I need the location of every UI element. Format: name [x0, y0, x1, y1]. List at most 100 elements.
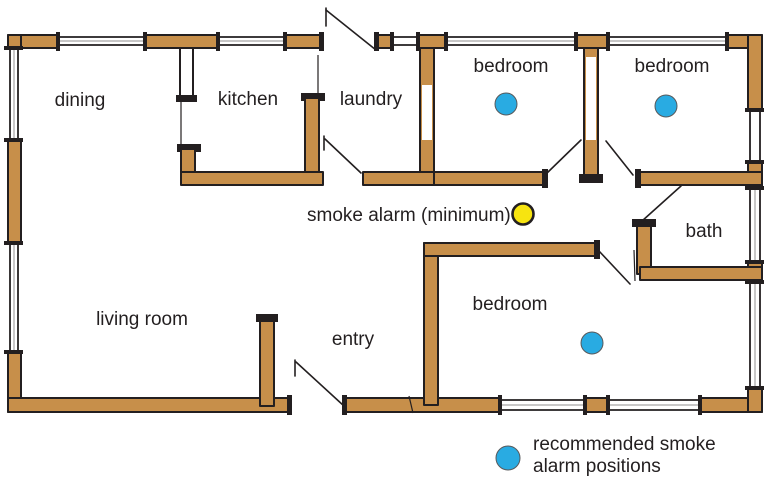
door-swing — [605, 140, 634, 176]
wall-segment — [304, 97, 320, 179]
room-label-bath: bath — [686, 221, 723, 242]
window-cap — [4, 350, 23, 354]
room-label-bedroom: bedroom — [473, 294, 548, 315]
window-cap — [698, 395, 702, 415]
wall-cap — [635, 169, 641, 188]
wall-cap — [176, 95, 197, 102]
window-cap — [4, 138, 23, 142]
window-cap — [143, 32, 147, 51]
window-cap — [574, 32, 578, 51]
room-label-bedroom: bedroom — [474, 56, 549, 77]
door-swing — [641, 185, 682, 222]
window-cap — [583, 395, 587, 415]
door-swing — [325, 9, 377, 51]
window — [745, 280, 764, 390]
window-cap — [56, 32, 60, 51]
wall-cap — [579, 174, 603, 183]
wall-segment — [7, 139, 22, 244]
window — [216, 32, 287, 51]
window-cap — [745, 260, 764, 264]
door-jamb — [374, 32, 379, 51]
window-cap — [4, 241, 23, 245]
wall-segment — [575, 34, 609, 49]
legend-text-line1: recommended smoke — [533, 434, 716, 455]
wall-tick — [408, 395, 414, 414]
door-jamb — [319, 32, 324, 51]
window — [745, 108, 764, 164]
wall-segment — [639, 266, 763, 281]
window — [4, 241, 23, 354]
wall-segment — [344, 397, 501, 413]
wall-segment — [362, 171, 435, 186]
door-swing — [545, 139, 582, 175]
room-label-dining: dining — [55, 90, 106, 111]
door-jamb — [342, 395, 347, 415]
room-label-laundry: laundry — [340, 89, 403, 110]
window-cap — [283, 32, 287, 51]
window-cap — [444, 32, 448, 51]
wall-segment — [179, 47, 194, 99]
window-cap — [745, 186, 764, 190]
window — [444, 32, 578, 51]
wall-segment — [433, 171, 546, 186]
window — [498, 395, 587, 415]
door-swing — [324, 138, 362, 174]
wall-segment — [423, 242, 598, 257]
window — [56, 32, 147, 51]
wall-cap — [632, 219, 656, 227]
wall-segment — [259, 320, 275, 407]
window-cap — [216, 32, 220, 51]
interior-walls — [176, 47, 763, 407]
door-swing — [295, 361, 345, 407]
wall-segment — [417, 34, 447, 49]
wall-segment — [584, 397, 609, 413]
door-jamb — [287, 395, 292, 415]
door-swing — [598, 250, 631, 285]
window — [4, 46, 23, 142]
minimum-alarm-label: smoke alarm (minimum) — [307, 205, 511, 226]
legend-text-line2: alarm positions — [533, 456, 661, 477]
window-cap — [498, 395, 502, 415]
window-cap — [745, 108, 764, 112]
window-cap — [606, 395, 610, 415]
window — [745, 186, 764, 264]
wall-segment — [636, 171, 763, 186]
window-cap — [390, 32, 394, 51]
wall-edge-line — [633, 249, 636, 282]
wall-cap — [542, 169, 548, 188]
doors — [287, 7, 682, 415]
wall-segment — [180, 171, 324, 186]
legend-smoke-alarm-icon — [495, 445, 521, 471]
window — [606, 32, 729, 51]
room-label-kitchen: kitchen — [218, 89, 278, 110]
wall-unfilled-patch — [422, 85, 432, 140]
window-cap — [745, 280, 764, 284]
window-cap — [606, 32, 610, 51]
wall-unfilled-patch — [586, 57, 596, 140]
smoke-alarm-icon — [654, 94, 678, 118]
room-label-bedroom: bedroom — [635, 56, 710, 77]
smoke-alarm-icon — [494, 92, 518, 116]
wall-segment — [376, 34, 393, 49]
legend: recommended smoke alarm positions — [495, 434, 716, 477]
window — [606, 395, 702, 415]
wall-segment — [284, 34, 324, 49]
wall-cap — [594, 240, 600, 259]
wall-segment — [747, 34, 763, 111]
window-cap — [4, 46, 23, 50]
windows — [4, 32, 764, 415]
wall-segment — [144, 34, 219, 49]
wall-segment — [7, 397, 291, 413]
window-cap — [745, 160, 764, 164]
window-cap — [725, 32, 729, 51]
wall-segment — [423, 242, 439, 406]
window-cap — [745, 386, 764, 390]
wall-segment — [747, 387, 763, 413]
window — [390, 32, 420, 51]
room-labels: dining kitchen laundry bedroom bedroom b… — [55, 56, 723, 350]
room-label-entry: entry — [332, 329, 375, 350]
room-label-living-room: living room — [96, 309, 188, 330]
minimum-smoke-alarm-icon — [511, 202, 535, 226]
